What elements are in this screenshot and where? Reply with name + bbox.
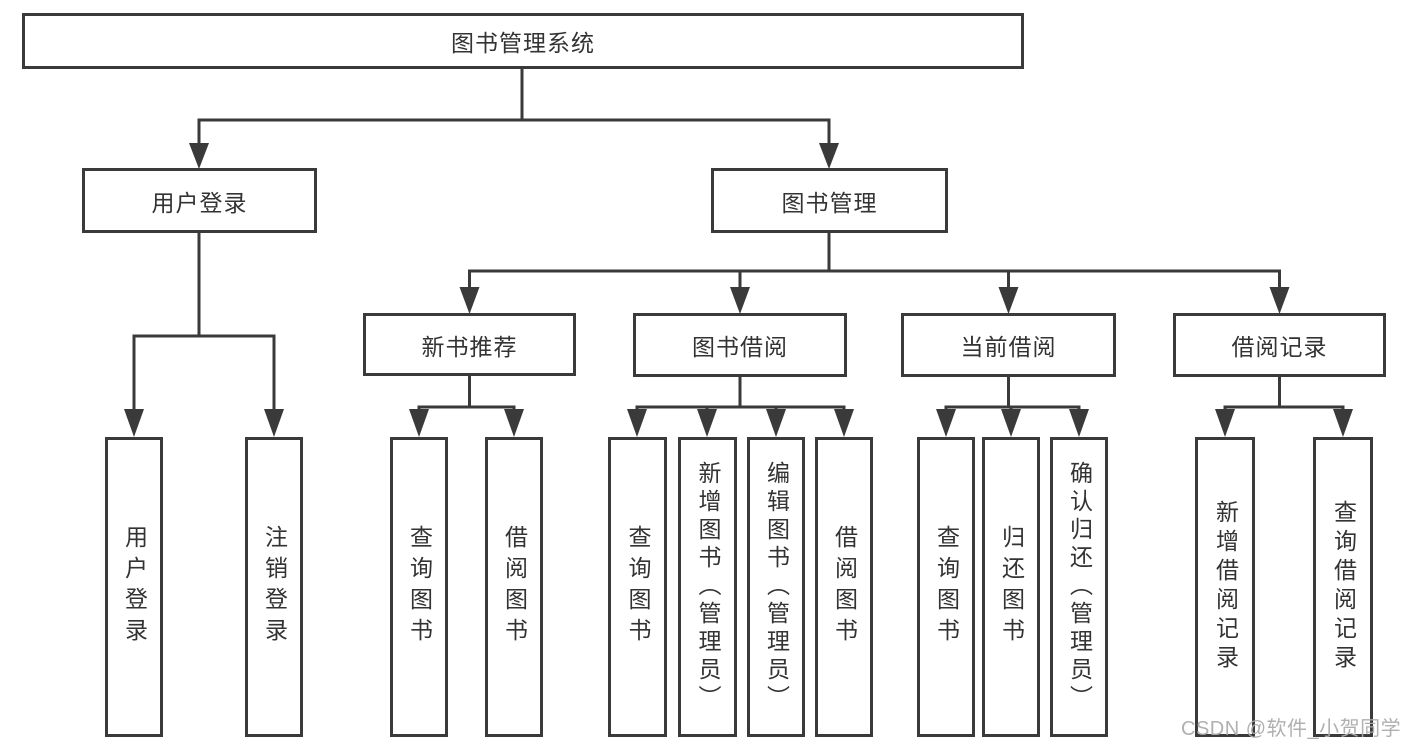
node-label: 当前借阅 (960, 334, 1057, 360)
leaf-br-add-record: 新增借阅记录 (1195, 437, 1255, 737)
leaf-label: 确认归还（管理员） (1066, 461, 1093, 713)
leaf-logout: 注销登录 (245, 437, 303, 737)
leaf-cb-return-books: 归还图书 (982, 437, 1040, 737)
node-label: 借阅记录 (1231, 334, 1328, 360)
node-book-borrow: 图书借阅 (633, 313, 847, 377)
leaf-label: 查询图书 (406, 525, 433, 649)
connector-borrow-records-to-leaves (1215, 377, 1353, 437)
connector-user-login-to-leaves (124, 233, 284, 437)
node-label: 图书管理 (781, 189, 878, 216)
node-book-management: 图书管理 (711, 168, 948, 233)
leaf-label: 新增借阅记录 (1212, 500, 1239, 674)
leaf-nbr-borrow-books: 借阅图书 (485, 437, 543, 737)
leaf-label: 编辑图书（管理员） (763, 461, 790, 713)
leaf-label: 查询图书 (625, 525, 651, 649)
leaf-label: 注销登录 (261, 525, 288, 649)
leaf-label: 查询借阅记录 (1330, 500, 1357, 674)
connector-current-borrow-to-leaves (936, 377, 1089, 437)
leaf-nbr-query-books: 查询图书 (390, 437, 448, 737)
leaf-br-query-record: 查询借阅记录 (1313, 437, 1373, 737)
leaf-label: 新增图书（管理员） (695, 461, 721, 713)
node-library-management-system: 图书管理系统 (22, 13, 1024, 69)
leaf-bb-query-books: 查询图书 (608, 437, 667, 737)
connector-new-book-recommend-to-leaves (409, 375, 524, 437)
leaf-label: 归还图书 (998, 525, 1025, 649)
leaf-cb-confirm-return-admin: 确认归还（管理员） (1050, 437, 1108, 737)
node-borrow-records: 借阅记录 (1173, 313, 1386, 377)
leaf-label: 借阅图书 (831, 525, 858, 649)
connector-root-to-level2 (189, 69, 839, 169)
node-label: 图书借阅 (692, 334, 788, 360)
node-label: 用户登录 (151, 189, 248, 216)
connector-book-borrow-to-leaves (627, 377, 854, 437)
leaf-cb-query-books: 查询图书 (917, 437, 975, 737)
leaf-label: 查询图书 (933, 525, 960, 649)
leaf-bb-edit-books-admin: 编辑图书（管理员） (747, 437, 805, 737)
connector-book-management-to-level3 (459, 233, 1290, 314)
node-label: 新书推荐 (421, 333, 518, 360)
node-user-login: 用户登录 (82, 168, 317, 233)
node-new-book-recommend: 新书推荐 (363, 313, 576, 376)
leaf-user-login: 用户登录 (105, 437, 163, 737)
leaf-bb-borrow-books: 借阅图书 (815, 437, 873, 737)
leaf-label: 借阅图书 (501, 525, 528, 649)
leaf-label: 用户登录 (121, 525, 148, 649)
leaf-bb-add-books-admin: 新增图书（管理员） (678, 437, 737, 737)
node-label: 图书管理系统 (451, 30, 595, 56)
watermark-text: CSDN @软件_小贺同学 (1181, 718, 1402, 740)
node-current-borrow: 当前借阅 (901, 313, 1116, 377)
